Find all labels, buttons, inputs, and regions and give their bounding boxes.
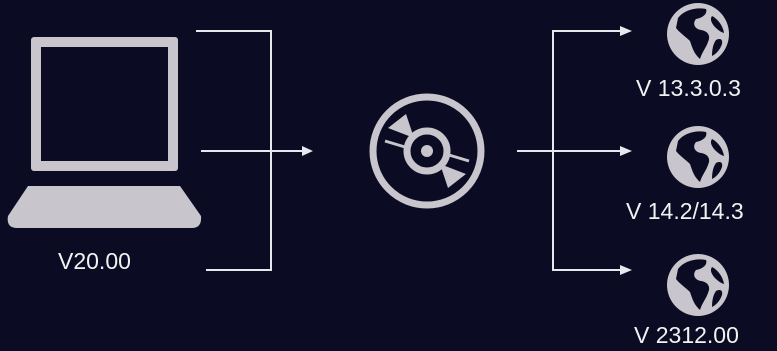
target-2-version-label: V 14.2/14.3 xyxy=(626,198,744,224)
laptop-version-label: V20.00 xyxy=(58,248,131,274)
target-3-version-label: V 2312.00 xyxy=(634,322,739,348)
target-1-version-label: V 13.3.0.3 xyxy=(636,75,741,101)
arrow-to-globe-2 xyxy=(620,146,632,156)
globe-icon xyxy=(667,3,729,65)
disc-icon xyxy=(369,93,485,209)
arrow-to-globe-1 xyxy=(620,26,632,36)
right-connectors xyxy=(517,30,622,271)
arrow-to-disc xyxy=(302,146,313,156)
globe-icon xyxy=(667,254,729,316)
left-connectors xyxy=(196,30,304,271)
laptop-icon xyxy=(7,37,202,228)
globe-icon xyxy=(667,126,729,188)
arrow-to-globe-3 xyxy=(620,265,632,275)
